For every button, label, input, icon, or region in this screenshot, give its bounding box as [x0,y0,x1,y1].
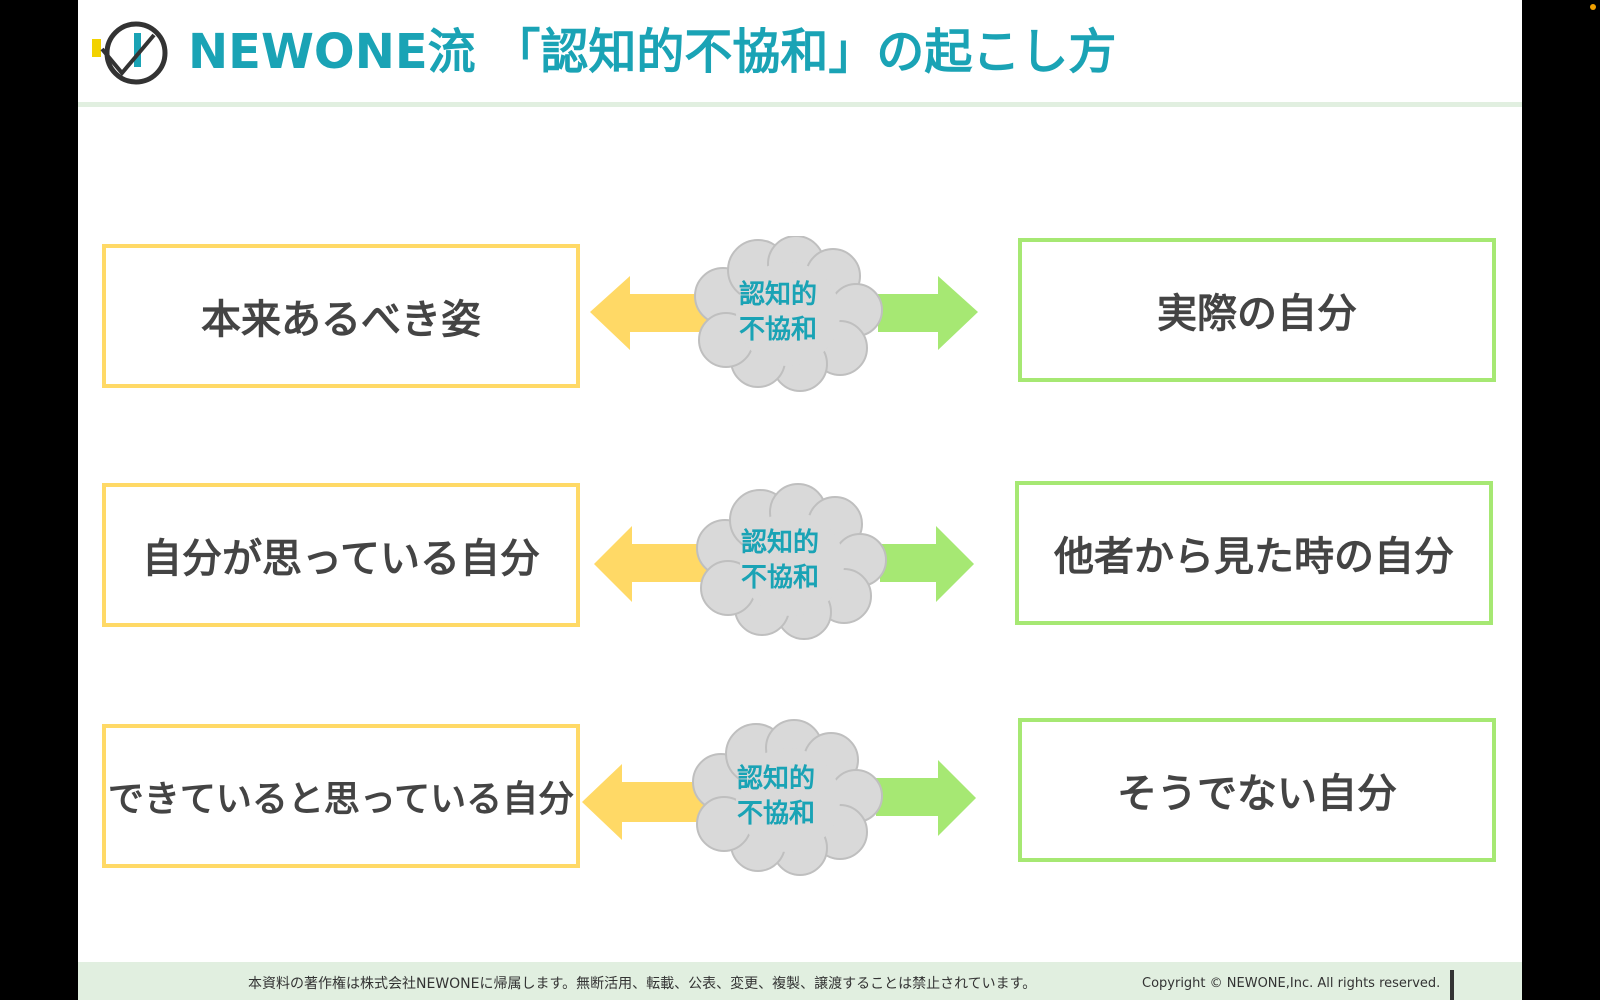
dissonance-connector: 認知的 不協和 [580,476,980,646]
right-arrow-icon [878,276,978,350]
slide-footer: 本資料の著作権は株式会社NEWONEに帰属します。無断活用、転載、公表、変更、複… [78,962,1522,1000]
others-view-self-box: 他者から見た時の自分 [1015,481,1493,625]
slide: NEWONE流 「認知的不協和」の起こし方 本来あるべき姿 認知的 不協和 [78,0,1522,1000]
dissonance-connector: 認知的 不協和 [578,235,978,406]
dissonance-graphic [590,235,978,392]
left-arrow-icon [582,764,706,840]
not-capable-self-label: そうでない自分 [1117,771,1397,817]
dissonance-label: 認知的 不協和 [578,278,978,348]
capable-self-label: できていると思っている自分 [107,779,575,820]
comparison-row-1: 本来あるべき姿 認知的 不協和 実際の自分 [78,235,1522,406]
right-arrow-icon [880,526,974,602]
dissonance-connector: 認知的 不協和 [576,712,976,882]
dissonance-label-line1: 認知的 [738,280,817,310]
comparison-row-3: できていると思っている自分 認知的 不協和 そうでない自分 [78,712,1522,882]
cloud-icon [694,235,883,392]
dissonance-label-line2: 不協和 [738,315,817,345]
slide-header: NEWONE流 「認知的不協和」の起こし方 [78,0,1522,107]
others-view-self-label: 他者から見た時の自分 [1054,534,1454,580]
dissonance-graphic [582,719,976,876]
window-indicator-dot [1590,4,1596,10]
dissonance-label-line1: 認知的 [736,764,815,794]
comparison-row-2: 自分が思っている自分 認知的 不協和 他者から見た時の自分 [78,476,1522,646]
ideal-self-label: 本来あるべき姿 [201,297,481,343]
copyright-notice: 本資料の著作権は株式会社NEWONEに帰属します。無断活用、転載、公表、変更、複… [248,976,1037,992]
actual-self-label: 実際の自分 [1157,291,1357,337]
dissonance-label: 認知的 不協和 [580,526,980,596]
cloud-icon [692,719,883,876]
newone-logo-icon [92,21,168,85]
header-divider [78,102,1522,107]
page-title: NEWONE流 「認知的不協和」の起こし方 [188,24,1117,80]
not-capable-self-box: そうでない自分 [1018,718,1496,862]
perceived-self-label: 自分が思っている自分 [142,536,540,582]
dissonance-label-line2: 不協和 [740,563,819,593]
dissonance-label-line1: 認知的 [740,528,819,558]
dissonance-label: 認知的 不協和 [576,762,976,832]
dissonance-label-line2: 不協和 [736,799,815,829]
footer-divider [1450,970,1454,1000]
actual-self-box: 実際の自分 [1018,238,1496,382]
right-arrow-icon [876,760,976,836]
copyright-text: Copyright © NEWONE,Inc. All rights reser… [1142,976,1441,991]
capable-self-box: できていると思っている自分 [102,724,580,868]
left-arrow-icon [590,276,710,350]
dissonance-graphic [594,483,974,640]
cloud-icon [696,483,887,640]
perceived-self-box: 自分が思っている自分 [102,483,580,627]
ideal-self-box: 本来あるべき姿 [102,244,580,388]
left-arrow-icon [594,526,710,602]
